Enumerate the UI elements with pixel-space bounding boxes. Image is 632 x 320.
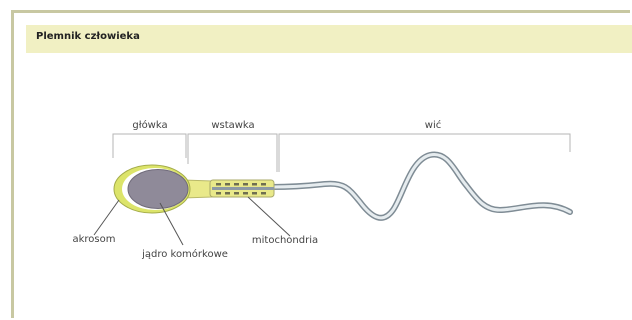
segment-brackets xyxy=(113,134,570,172)
callout-line-acrosome xyxy=(94,200,119,235)
callout-line-mitochondria xyxy=(248,197,290,236)
bracket-tail xyxy=(279,134,570,172)
bracket-head xyxy=(113,134,186,158)
label-midpiece: wstawka xyxy=(211,120,254,131)
label-mitochondria: mitochondria xyxy=(252,235,318,246)
label-acrosome: akrosom xyxy=(73,234,116,245)
flagellum xyxy=(272,155,570,218)
midpiece xyxy=(183,180,274,198)
bracket-midpiece xyxy=(188,134,277,172)
label-nucleus: jądro komórkowe xyxy=(141,248,228,260)
label-tail: wić xyxy=(425,119,441,131)
sperm-head xyxy=(114,165,190,213)
label-head: główka xyxy=(132,119,167,131)
